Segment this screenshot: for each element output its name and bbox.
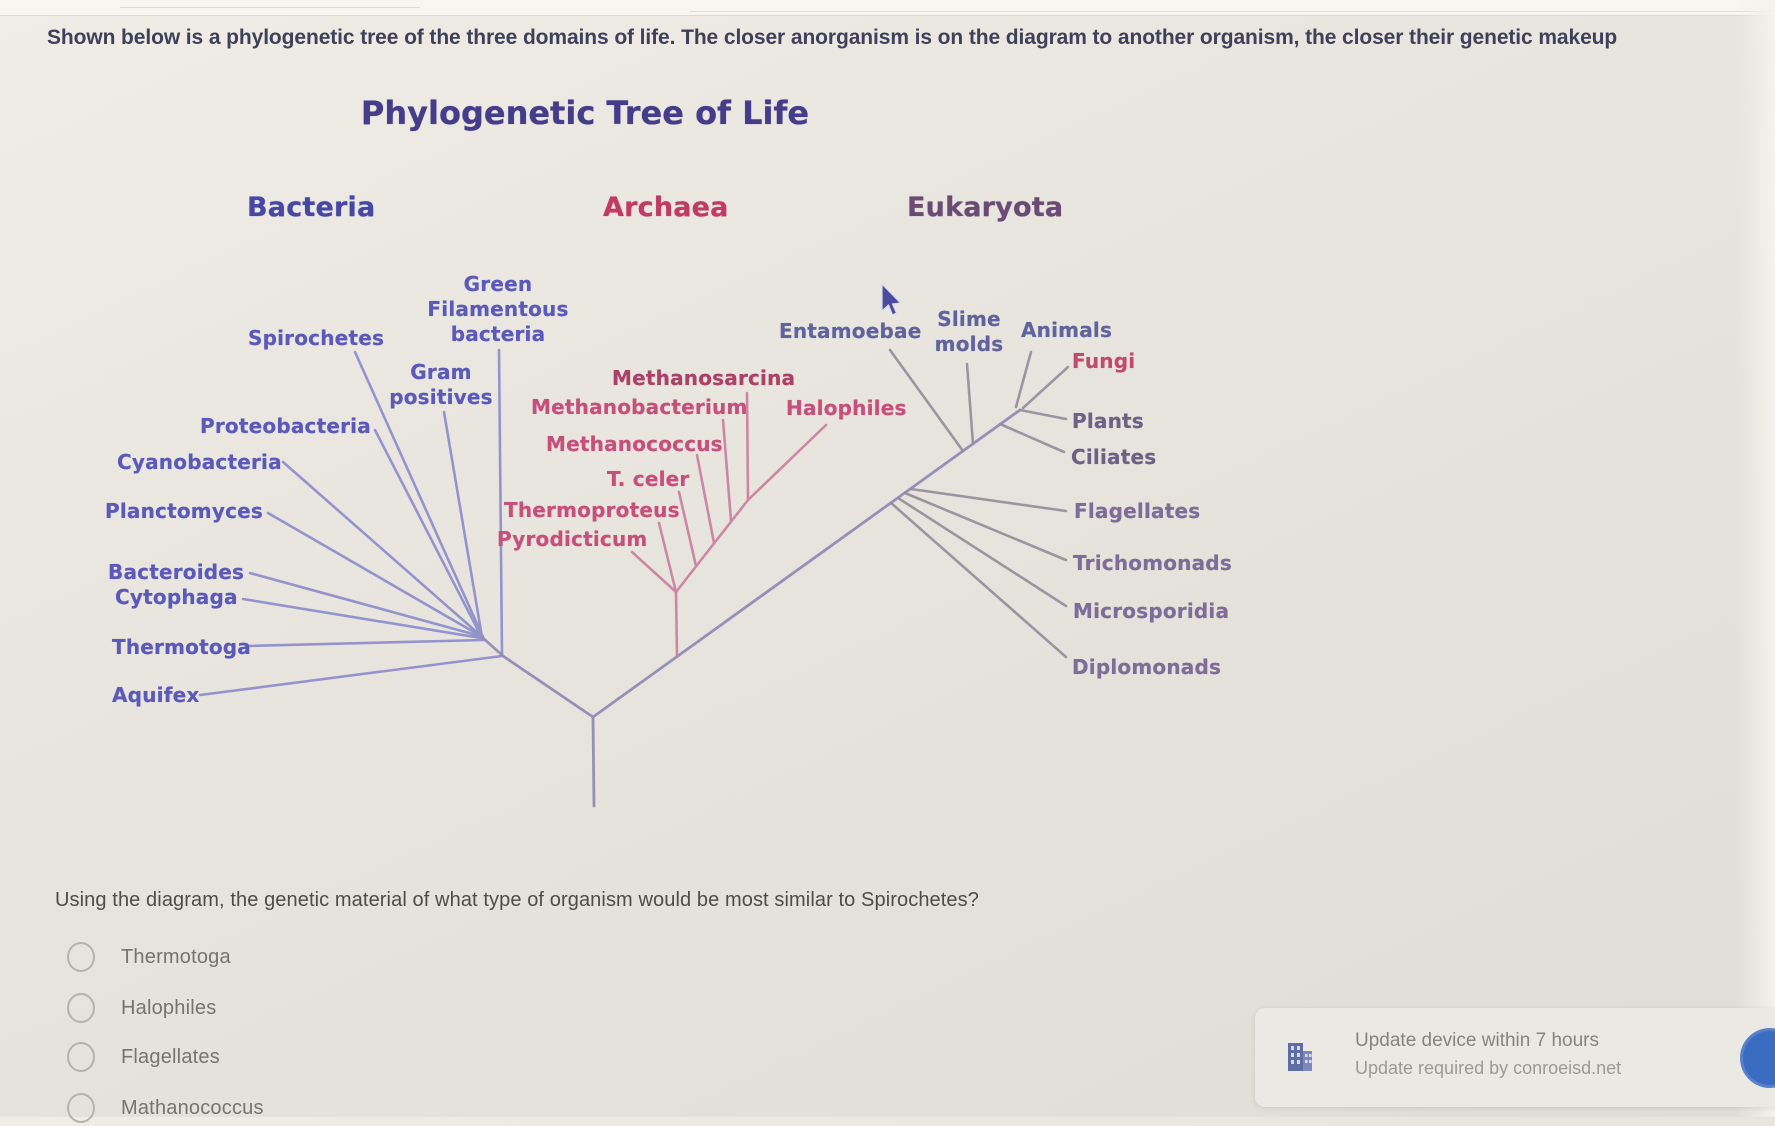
option-row-mathanococcus[interactable]: Mathanococcus	[67, 1090, 264, 1126]
option-label: Flagellates	[121, 1045, 220, 1068]
instruction-text: Shown below is a phylogenetic tree of th…	[47, 26, 1618, 49]
label-trichomonads: Trichomonads	[1073, 551, 1232, 575]
label-ciliates: Ciliates	[1071, 445, 1157, 469]
device-update-icon	[1288, 1043, 1312, 1071]
label-entamoebae: Entamoebae	[779, 319, 922, 343]
toast-title: Update device within 7 hours	[1355, 1030, 1599, 1051]
label-planctomyces: Planctomyces	[105, 499, 264, 523]
toast-subtitle: Update required by conroeisd.net	[1355, 1058, 1622, 1078]
mouse-cursor-icon	[881, 282, 902, 316]
option-row-halophiles[interactable]: Halophiles	[67, 990, 216, 1026]
label-methanobacterium: Methanobacterium	[531, 395, 748, 419]
top-edge-strip	[0, 0, 1775, 16]
label-t-celer: T. celer	[607, 467, 690, 491]
label-fungi: Fungi	[1072, 349, 1136, 373]
label-gram-positives: Gram positives	[389, 360, 493, 409]
label-cytophaga: Cytophaga	[115, 585, 238, 609]
page-title: Phylogenetic Tree of Life	[360, 94, 810, 132]
label-microsporidia: Microsporidia	[1073, 599, 1230, 623]
eukaryota-branches	[888, 348, 1070, 659]
label-aquifex: Aquifex	[112, 683, 200, 707]
top-artifact-line-right	[690, 11, 1775, 12]
update-notification-toast[interactable]: Update device within 7 hours Update requ…	[1255, 1008, 1775, 1107]
radio-mathanococcus[interactable]	[67, 1093, 95, 1123]
option-label: Halophiles	[121, 996, 217, 1019]
radio-thermotoga[interactable]	[67, 942, 95, 972]
label-thermoproteus: Thermoproteus	[504, 498, 680, 522]
question-text: Using the diagram, the genetic material …	[55, 889, 979, 911]
label-animals: Animals	[1021, 318, 1113, 342]
label-methanosarcina: Methanosarcina	[612, 366, 796, 390]
option-row-flagellates[interactable]: Flagellates	[67, 1039, 220, 1075]
label-flagellates: Flagellates	[1074, 499, 1201, 523]
label-spirochetes: Spirochetes	[248, 326, 385, 350]
radio-flagellates[interactable]	[67, 1042, 95, 1072]
root-branch	[481, 408, 1022, 808]
label-plants: Plants	[1072, 409, 1144, 433]
label-green-filamentous-bacteria: Green Filamentous bacteria	[427, 272, 569, 346]
label-domain-eukaryota: Eukaryota	[907, 192, 1064, 223]
label-cyanobacteria: Cyanobacteria	[117, 450, 282, 474]
radio-halophiles[interactable]	[67, 993, 95, 1023]
label-proteobacteria: Proteobacteria	[200, 414, 371, 438]
label-diplomonads: Diplomonads	[1072, 655, 1222, 679]
label-bacteroides: Bacteroides	[108, 560, 245, 584]
archaea-branches	[630, 391, 828, 659]
label-halophiles: Halophiles	[786, 396, 907, 420]
label-slime-molds: Slime molds	[934, 307, 1004, 356]
label-thermotoga: Thermotoga	[112, 635, 252, 659]
label-domain-bacteria: Bacteria	[247, 192, 376, 223]
option-label: Thermotoga	[121, 945, 231, 968]
option-row-thermotoga[interactable]: Thermotoga	[67, 939, 231, 975]
bacteria-branches	[198, 348, 504, 697]
option-label: Mathanococcus	[121, 1096, 264, 1119]
label-methanococcus: Methanococcus	[546, 432, 723, 456]
label-domain-archaea: Archaea	[603, 192, 729, 223]
top-artifact-line-left	[120, 7, 420, 8]
label-pyrodicticum: Pyrodicticum	[497, 527, 648, 551]
